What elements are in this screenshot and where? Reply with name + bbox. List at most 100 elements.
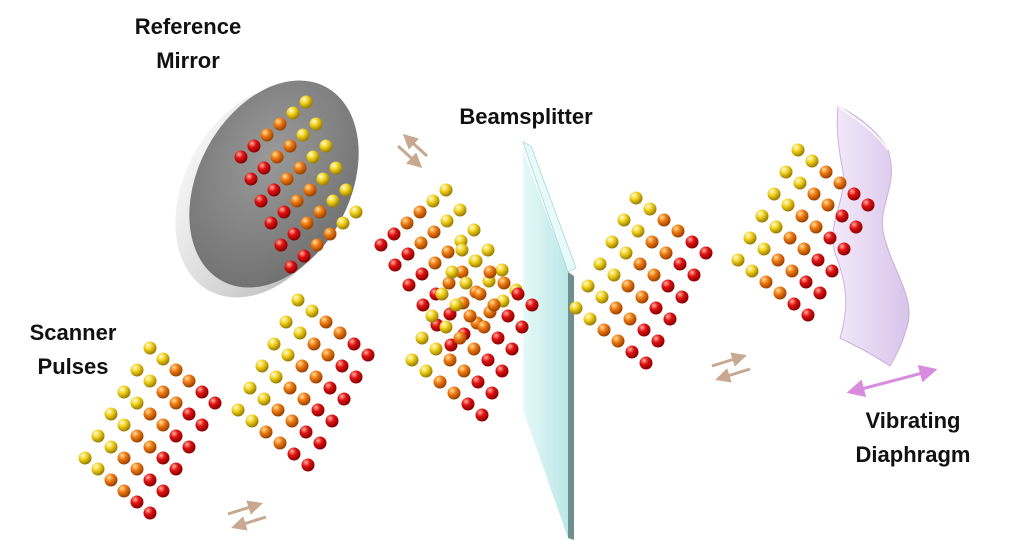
pulse-dot-icon: [515, 320, 529, 334]
pulse-dot-icon: [309, 370, 323, 384]
pulse-dot-icon: [783, 231, 797, 245]
pulse-dot-icon: [647, 268, 661, 282]
vibrating-diaphragm-label-line2: Diaphragm: [855, 442, 971, 467]
pulse-dot-icon: [234, 150, 248, 164]
pulse-dot-icon: [657, 213, 671, 227]
pulse-dot-icon: [402, 278, 416, 292]
pulse-dot-icon: [457, 364, 471, 378]
pulse-dot-icon: [285, 414, 299, 428]
scanner-pulses-label-line1: Scanner: [29, 320, 117, 345]
pulse-dot-icon: [301, 458, 315, 472]
pulse-dot-icon: [861, 198, 875, 212]
pulse-dot-icon: [617, 213, 631, 227]
pulse-dot-icon: [143, 440, 157, 454]
scanner-pulses-label-line2: Pulses: [37, 354, 109, 379]
pulse-dot-icon: [823, 231, 837, 245]
pulse-dot-icon: [273, 117, 287, 131]
pulse-dot-icon: [593, 257, 607, 271]
pulse-dot-icon: [471, 375, 485, 389]
pulse-dot-icon: [290, 194, 304, 208]
pulse-dot-icon: [785, 264, 799, 278]
pulse-group: [231, 293, 375, 472]
pulse-dot-icon: [805, 154, 819, 168]
pulse-dot-icon: [495, 364, 509, 378]
diaphragm-pulse-group: [731, 143, 875, 322]
pulse-group-right: [569, 191, 713, 370]
pulse-dots: [78, 95, 875, 520]
pulse-dot-icon: [255, 359, 269, 373]
pulse-dot-icon: [182, 374, 196, 388]
pulse-dot-icon: [849, 220, 863, 234]
pulse-dot-icon: [274, 238, 288, 252]
pulse-dot-icon: [244, 172, 258, 186]
pulse-dot-icon: [130, 495, 144, 509]
pulse-dot-icon: [309, 117, 323, 131]
pulse-dot-icon: [269, 370, 283, 384]
pulse-dot-icon: [104, 440, 118, 454]
pulse-dot-icon: [511, 287, 525, 301]
pulse-dot-icon: [337, 392, 351, 406]
pulse-dot-icon: [247, 139, 261, 153]
pulse-dot-icon: [156, 418, 170, 432]
pulse-dot-icon: [91, 429, 105, 443]
pulse-dot-icon: [416, 298, 430, 312]
pulse-dot-icon: [306, 150, 320, 164]
pulse-dot-icon: [169, 396, 183, 410]
pulse-dot-icon: [388, 258, 402, 272]
pulse-dot-icon: [661, 279, 675, 293]
pulse-dot-icon: [130, 363, 144, 377]
pulse-dot-icon: [117, 385, 131, 399]
pulse-dot-icon: [254, 194, 268, 208]
pulse-dot-icon: [847, 187, 861, 201]
pulse-dot-icon: [771, 253, 785, 267]
pulse-dot-icon: [835, 209, 849, 223]
pulse-dot-icon: [757, 242, 771, 256]
pulse-dot-icon: [313, 205, 327, 219]
pulse-dot-icon: [455, 243, 469, 257]
pulse-dot-icon: [497, 276, 511, 290]
pulse-dot-icon: [685, 235, 699, 249]
pulse-dot-icon: [143, 341, 157, 355]
pulse-dot-icon: [443, 353, 457, 367]
pulse-dot-icon: [767, 187, 781, 201]
pulse-dot-icon: [781, 198, 795, 212]
pulse-dot-icon: [611, 334, 625, 348]
vibrating-diaphragm-label: Vibrating Diaphragm: [828, 404, 998, 472]
pulse-dot-icon: [415, 331, 429, 345]
pulse-dot-icon: [625, 345, 639, 359]
pulse-dot-icon: [429, 342, 443, 356]
pulse-dot-icon: [305, 304, 319, 318]
pulse-dot-icon: [319, 315, 333, 329]
pulse-dot-icon: [267, 337, 281, 351]
pulse-dot-icon: [156, 385, 170, 399]
pulse-dot-icon: [130, 396, 144, 410]
pulse-dot-icon: [663, 312, 677, 326]
pulse-dot-icon: [323, 227, 337, 241]
pulse-dot-icon: [307, 337, 321, 351]
pulse-dot-icon: [347, 337, 361, 351]
pulse-dot-icon: [759, 275, 773, 289]
reference-mirror-label-line1: Reference: [134, 14, 242, 39]
pulse-dot-icon: [773, 286, 787, 300]
pulse-dot-icon: [428, 256, 442, 270]
pulse-dot-icon: [231, 403, 245, 417]
pulse-dot-icon: [245, 414, 259, 428]
pulse-dot-icon: [469, 254, 483, 268]
pulse-dot-icon: [313, 436, 327, 450]
pulse-dot-icon: [609, 301, 623, 315]
reference-mirror-icon: [175, 80, 359, 298]
pulse-dot-icon: [264, 216, 278, 230]
pulse-dot-icon: [809, 220, 823, 234]
pulse-dot-icon: [349, 370, 363, 384]
pulse-dot-icon: [687, 268, 701, 282]
pulse-dot-icon: [281, 348, 295, 362]
pulse-dot-icon: [283, 381, 297, 395]
diaphragm-arrow-icon: [846, 364, 938, 398]
pulse-dot-icon: [182, 407, 196, 421]
scanner-pulse-group: [78, 341, 222, 520]
beamsplitter-label: Beamsplitter: [459, 104, 593, 129]
pulse-dot-icon: [819, 165, 833, 179]
pulse-dot-icon: [619, 246, 633, 260]
pulse-dot-icon: [257, 161, 271, 175]
